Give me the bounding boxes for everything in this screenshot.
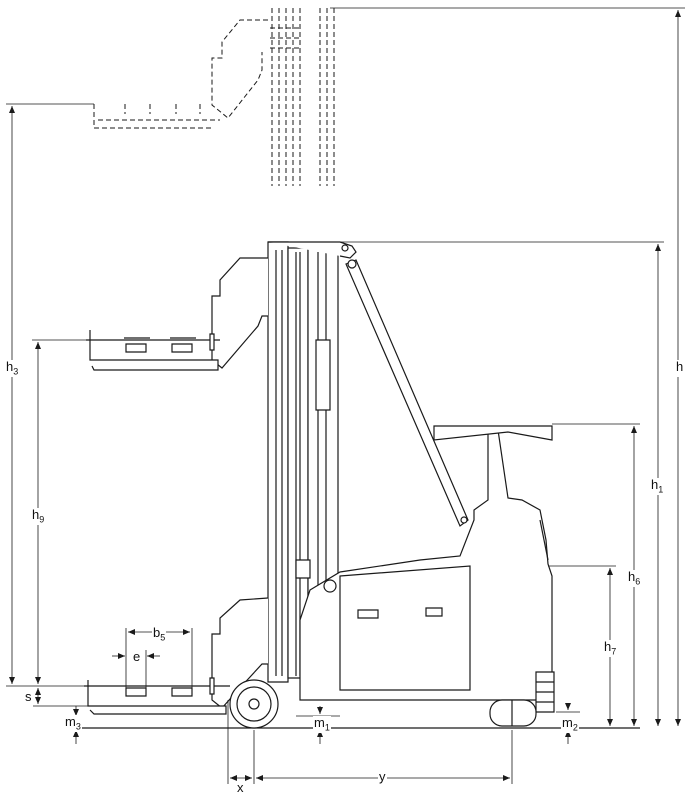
label-m1: m1 bbox=[313, 715, 331, 733]
label-m2: m2 bbox=[561, 715, 579, 733]
label-h3: h3 bbox=[5, 359, 20, 377]
raised-mast-dashed bbox=[94, 8, 334, 186]
tilt-cylinder bbox=[346, 260, 468, 526]
upper-fork-carriage bbox=[86, 258, 268, 370]
label-m3: m3 bbox=[64, 714, 82, 732]
label-y: y bbox=[378, 770, 387, 787]
wheels bbox=[230, 680, 536, 728]
label-s: s bbox=[24, 690, 33, 707]
lower-fork-carriage bbox=[84, 598, 268, 714]
label-h9: h9 bbox=[31, 507, 46, 525]
label-h: h bbox=[675, 360, 685, 377]
label-x: x bbox=[236, 781, 245, 798]
truck-body bbox=[300, 426, 554, 712]
label-e: e bbox=[132, 650, 142, 667]
label-b5: b5 bbox=[152, 625, 167, 643]
label-h1: h1 bbox=[650, 477, 665, 495]
label-h7: h7 bbox=[603, 639, 618, 657]
label-h6: h6 bbox=[627, 569, 642, 587]
